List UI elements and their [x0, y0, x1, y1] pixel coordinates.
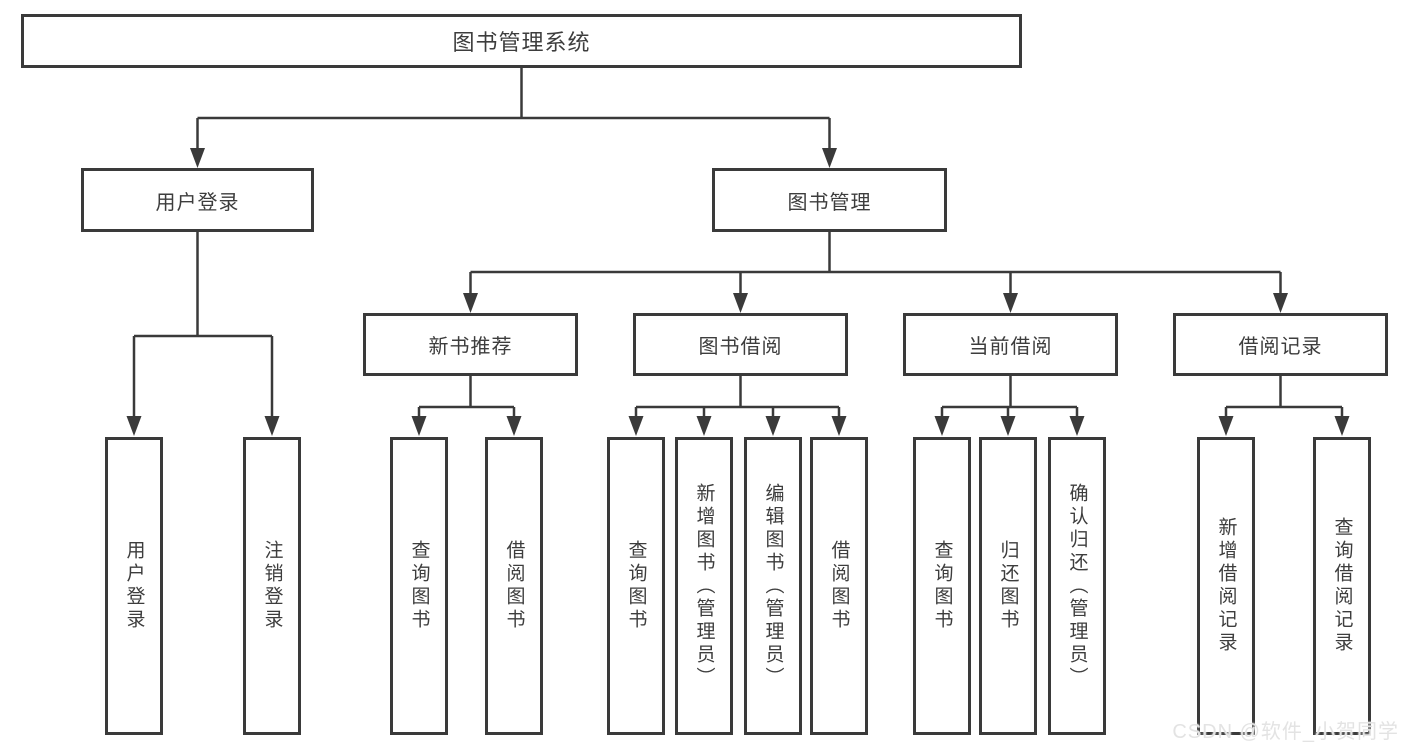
leaf-currentborrow-query: 查询图书 — [913, 437, 971, 735]
node-user-login-label: 用户登录 — [155, 191, 240, 214]
leaf-logout: 注销登录 — [243, 437, 301, 735]
leaf-newbook-borrow-label: 借阅图书 — [503, 540, 525, 632]
connector-current-borrow-to-leaves — [934, 376, 1085, 436]
node-book-borrow-label: 图书借阅 — [698, 336, 783, 358]
node-new-book-rec: 新书推荐 — [363, 313, 578, 376]
leaf-bookborrow-borrow-label: 借阅图书 — [828, 540, 850, 632]
node-current-borrow: 当前借阅 — [903, 313, 1118, 376]
node-borrow-records: 借阅记录 — [1173, 313, 1388, 376]
leaf-records-query: 查询借阅记录 — [1313, 437, 1371, 735]
csdn-watermark: CSDN @软件_小贺同学 — [1172, 721, 1399, 743]
leaf-newbook-query-label: 查询图书 — [408, 540, 430, 632]
leaf-bookborrow-query: 查询图书 — [607, 437, 665, 735]
leaf-bookborrow-add-label: 新增图书（管理员） — [693, 482, 715, 690]
leaf-bookborrow-borrow: 借阅图书 — [810, 437, 868, 735]
node-root-label: 图书管理系统 — [452, 30, 591, 55]
leaf-currentborrow-return: 归还图书 — [979, 437, 1037, 735]
leaf-records-query-label: 查询借阅记录 — [1331, 517, 1353, 655]
connector-new-book-rec-to-leaves — [411, 376, 522, 436]
leaf-records-add: 新增借阅记录 — [1197, 437, 1255, 735]
leaf-newbook-borrow: 借阅图书 — [485, 437, 543, 735]
leaf-user-login-label: 用户登录 — [123, 540, 145, 632]
leaf-user-login: 用户登录 — [105, 437, 163, 735]
leaf-currentborrow-return-label: 归还图书 — [997, 540, 1019, 632]
leaf-bookborrow-edit-label: 编辑图书（管理员） — [762, 482, 784, 690]
node-user-login: 用户登录 — [81, 168, 314, 232]
leaf-bookborrow-add: 新增图书（管理员） — [675, 437, 733, 735]
node-current-borrow-label: 当前借阅 — [968, 336, 1053, 358]
connector-book-mgmt-to-level3 — [463, 232, 1288, 313]
connector-root-to-level2 — [190, 68, 837, 168]
connector-book-borrow-to-leaves — [628, 376, 847, 436]
node-book-mgmt: 图书管理 — [712, 168, 947, 232]
node-book-mgmt-label: 图书管理 — [787, 191, 872, 214]
leaf-currentborrow-query-label: 查询图书 — [931, 540, 953, 632]
connector-user-login-to-leaves — [126, 232, 280, 436]
node-root: 图书管理系统 — [21, 14, 1022, 68]
leaf-newbook-query: 查询图书 — [390, 437, 448, 735]
leaf-records-add-label: 新增借阅记录 — [1215, 517, 1237, 655]
node-new-book-rec-label: 新书推荐 — [428, 336, 513, 358]
connector-borrow-records-to-leaves — [1218, 376, 1350, 436]
node-borrow-records-label: 借阅记录 — [1238, 336, 1323, 358]
node-book-borrow: 图书借阅 — [633, 313, 848, 376]
leaf-currentborrow-confirm: 确认归还（管理员） — [1048, 437, 1106, 735]
leaf-logout-label: 注销登录 — [261, 540, 283, 632]
leaf-bookborrow-query-label: 查询图书 — [625, 540, 647, 632]
leaf-bookborrow-edit: 编辑图书（管理员） — [744, 437, 802, 735]
leaf-currentborrow-confirm-label: 确认归还（管理员） — [1066, 482, 1088, 690]
